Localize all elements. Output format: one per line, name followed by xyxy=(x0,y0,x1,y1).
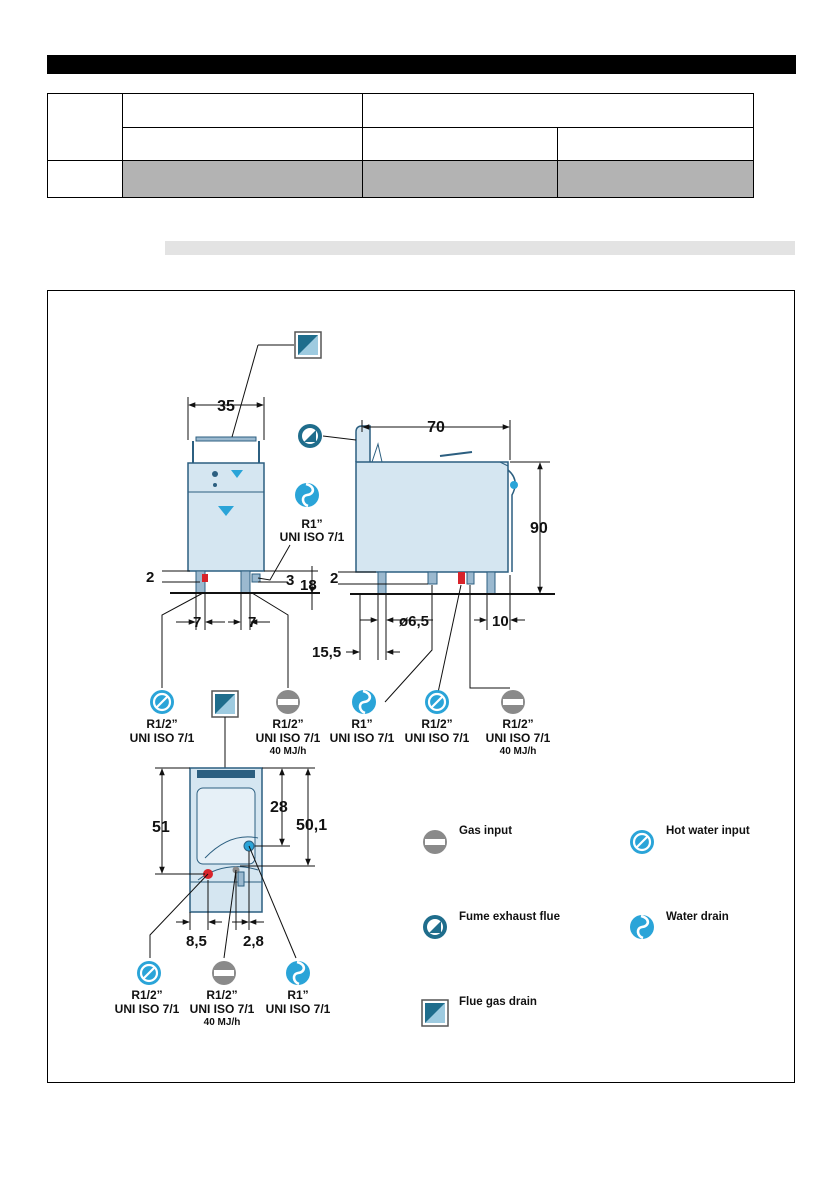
top-drain-size: R1” xyxy=(287,988,308,1002)
front-gas-size: R1/2” xyxy=(272,717,303,731)
spec-cell-row-label xyxy=(47,160,123,198)
front-hot-size: R1/2” xyxy=(146,717,177,731)
side-hot-std: UNI ISO 7/1 xyxy=(405,731,470,745)
legend-hot-water-icon xyxy=(628,828,656,856)
legend-fume-exhaust-flue: Fume exhaust flue xyxy=(459,911,560,923)
spec-cell-header-a xyxy=(122,93,363,128)
legend-water-drain-icon xyxy=(628,913,656,941)
dim-right-2: 2 xyxy=(330,570,338,587)
legend-flue-gas-drain: Flue gas drain xyxy=(459,996,537,1008)
front-gas-std: UNI ISO 7/1 xyxy=(256,731,321,745)
hot-water-input-icon xyxy=(423,688,451,716)
dim-2-8: 2,8 xyxy=(243,933,264,950)
flue-gas-drain-icon xyxy=(294,331,322,359)
legend: Gas input Hot water input Fume exhaust f… xyxy=(421,825,750,1027)
spec-cell-value-b xyxy=(362,160,558,198)
top-hot-size: R1/2” xyxy=(131,988,162,1002)
water-drain-icon xyxy=(350,688,378,716)
top-gas-size: R1/2” xyxy=(206,988,237,1002)
side-hot-size: R1/2” xyxy=(421,717,452,731)
side-gas-power: 40 MJ/h xyxy=(500,746,537,757)
top-gas-std: UNI ISO 7/1 xyxy=(190,1002,255,1016)
spec-cell-value-a xyxy=(122,160,363,198)
dim-6-5: ø6,5 xyxy=(399,613,429,630)
dim-10: 10 xyxy=(492,613,509,630)
top-gas-power: 40 MJ/h xyxy=(204,1017,241,1028)
legend-gas-input: Gas input xyxy=(459,825,512,837)
dim-28: 28 xyxy=(270,799,288,816)
dim-7-left: 7 xyxy=(193,614,201,631)
dim-width-35: 35 xyxy=(217,398,235,415)
dim-15-5: 15,5 xyxy=(312,644,341,661)
legend-gas-input-icon xyxy=(423,830,447,854)
front-view: 35 2 3 18 7 7 R1” UNI ISO 7/1 R1/ xyxy=(130,331,345,757)
spec-table xyxy=(47,93,754,198)
gas-input-icon xyxy=(212,961,236,985)
side-drain-std: UNI ISO 7/1 xyxy=(330,731,395,745)
legend-flue-gas-drain-icon xyxy=(421,999,449,1027)
dim-height-90: 90 xyxy=(530,520,548,537)
side-view: 70 90 2 ø6,5 10 15,5 R1” xyxy=(298,419,555,757)
flue-gas-drain-icon xyxy=(211,690,239,718)
dim-7-right: 7 xyxy=(248,614,256,631)
side-gas-size: R1/2” xyxy=(502,717,533,731)
front-cabinet xyxy=(187,462,265,572)
front-drain-size: R1” xyxy=(301,517,322,531)
dim-depth-70: 70 xyxy=(427,419,445,436)
hot-water-input-icon xyxy=(135,959,163,987)
gas-input-icon xyxy=(276,690,300,714)
gas-input-icon xyxy=(501,690,525,714)
dim-3: 3 xyxy=(286,572,294,589)
legend-hot-water-input: Hot water input xyxy=(666,825,750,837)
dim-left-2: 2 xyxy=(146,569,154,586)
water-drain-icon xyxy=(284,959,312,987)
spec-cell-sub-b xyxy=(362,126,558,161)
fume-exhaust-flue-icon xyxy=(298,424,322,448)
dim-51: 51 xyxy=(152,819,170,836)
water-drain-icon xyxy=(293,481,321,509)
door-handle-icon xyxy=(218,506,234,516)
legend-water-drain: Water drain xyxy=(666,911,729,923)
dim-50-1: 50,1 xyxy=(296,817,327,834)
front-gas-power: 40 MJ/h xyxy=(270,746,307,757)
control-knob-icon xyxy=(212,471,218,477)
spec-cell-sub-c xyxy=(557,126,754,161)
dim-18: 18 xyxy=(300,577,317,594)
legend-fume-exhaust-icon xyxy=(423,915,447,939)
drawing-frame xyxy=(47,290,795,1083)
section-strip xyxy=(165,241,795,255)
logo-icon xyxy=(231,470,243,478)
hot-water-input-icon xyxy=(148,688,176,716)
front-hot-std: UNI ISO 7/1 xyxy=(130,731,195,745)
top-view: 51 28 50,1 8,5 2,8 R1/2” UNI ISO 7/1 R1/… xyxy=(115,690,331,1028)
spec-cell-model xyxy=(47,93,123,161)
spec-cell-value-c xyxy=(557,160,754,198)
front-drain-std: UNI ISO 7/1 xyxy=(280,530,345,544)
dim-8-5: 8,5 xyxy=(186,933,207,950)
top-drain-std: UNI ISO 7/1 xyxy=(266,1002,331,1016)
side-cabinet xyxy=(355,461,509,573)
side-gas-std: UNI ISO 7/1 xyxy=(486,731,551,745)
side-drain-size: R1” xyxy=(351,717,372,731)
header-bar xyxy=(47,55,796,74)
top-hot-std: UNI ISO 7/1 xyxy=(115,1002,180,1016)
